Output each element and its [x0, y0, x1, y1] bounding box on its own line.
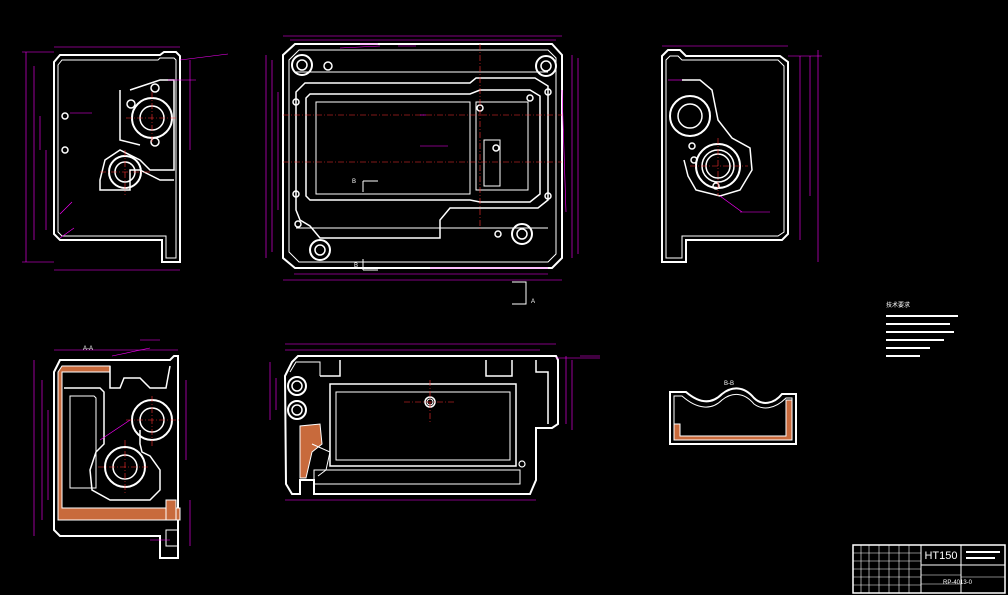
view-marker-b-symbols [362, 180, 527, 305]
plan-view-dimensions [265, 35, 579, 281]
left-side-view [53, 51, 181, 263]
tech-requirements-title: 技术要求 [886, 303, 911, 309]
section-bb-view [669, 387, 797, 445]
title-block-material: HT150 [924, 550, 958, 562]
plan-view [282, 43, 563, 269]
title-block [852, 544, 1006, 594]
section-aa-dimensions [33, 339, 191, 546]
right-side-view-dimensions [662, 45, 822, 262]
front-section-view [283, 355, 559, 495]
view-marker-a-label: A [531, 299, 536, 305]
technical-requirements-notes [886, 315, 958, 357]
section-aa-label: A-A [83, 346, 94, 352]
view-marker-b-label-upper: B [352, 179, 357, 185]
section-aa-view [53, 355, 181, 559]
view-marker-b-label-lower: B [354, 263, 359, 269]
front-section-dimensions [269, 343, 600, 501]
section-bb-label: B-B [724, 381, 735, 387]
title-block-drawing-number: RP-4013-0 [943, 580, 973, 586]
left-side-view-dimensions [22, 46, 229, 271]
right-side-view [661, 49, 789, 263]
